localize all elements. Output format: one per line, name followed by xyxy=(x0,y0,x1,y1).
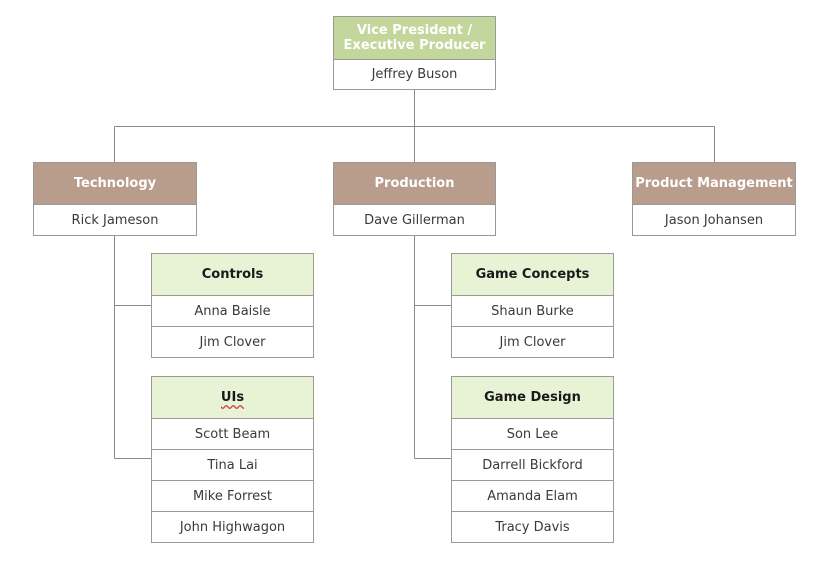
controls-title: Controls xyxy=(151,253,314,296)
product-management-lead: Jason Johansen xyxy=(632,205,796,236)
controls-member: Jim Clover xyxy=(151,327,314,358)
game-concepts-member: Jim Clover xyxy=(451,327,614,358)
game-design-member: Son Lee xyxy=(451,419,614,450)
uis-title-text: UIs xyxy=(220,390,245,405)
game-design-member: Tracy Davis xyxy=(451,512,614,543)
technology-title: Technology xyxy=(33,162,197,205)
uis-member: Scott Beam xyxy=(151,419,314,450)
technology-box: Technology Rick Jameson xyxy=(33,162,197,236)
product-management-box: Product Management Jason Johansen xyxy=(632,162,796,236)
vp-name: Jeffrey Buson xyxy=(333,60,496,90)
controls-member: Anna Baisle xyxy=(151,296,314,327)
vp-title: Vice President / Executive Producer xyxy=(333,16,496,60)
uis-member: Mike Forrest xyxy=(151,481,314,512)
game-design-box: Game Design Son Lee Darrell Bickford Ama… xyxy=(451,376,614,543)
production-lead: Dave Gillerman xyxy=(333,205,496,236)
game-concepts-title: Game Concepts xyxy=(451,253,614,296)
vp-box: Vice President / Executive Producer Jeff… xyxy=(333,16,496,90)
controls-box: Controls Anna Baisle Jim Clover xyxy=(151,253,314,358)
technology-lead: Rick Jameson xyxy=(33,205,197,236)
uis-member: Tina Lai xyxy=(151,450,314,481)
game-concepts-member: Shaun Burke xyxy=(451,296,614,327)
product-management-title: Product Management xyxy=(632,162,796,205)
uis-member: John Highwagon xyxy=(151,512,314,543)
production-box: Production Dave Gillerman xyxy=(333,162,496,236)
production-title: Production xyxy=(333,162,496,205)
uis-title: UIs xyxy=(151,376,314,419)
game-design-member: Darrell Bickford xyxy=(451,450,614,481)
game-concepts-box: Game Concepts Shaun Burke Jim Clover xyxy=(451,253,614,358)
game-design-title: Game Design xyxy=(451,376,614,419)
game-design-member: Amanda Elam xyxy=(451,481,614,512)
uis-box: UIs Scott Beam Tina Lai Mike Forrest Joh… xyxy=(151,376,314,543)
